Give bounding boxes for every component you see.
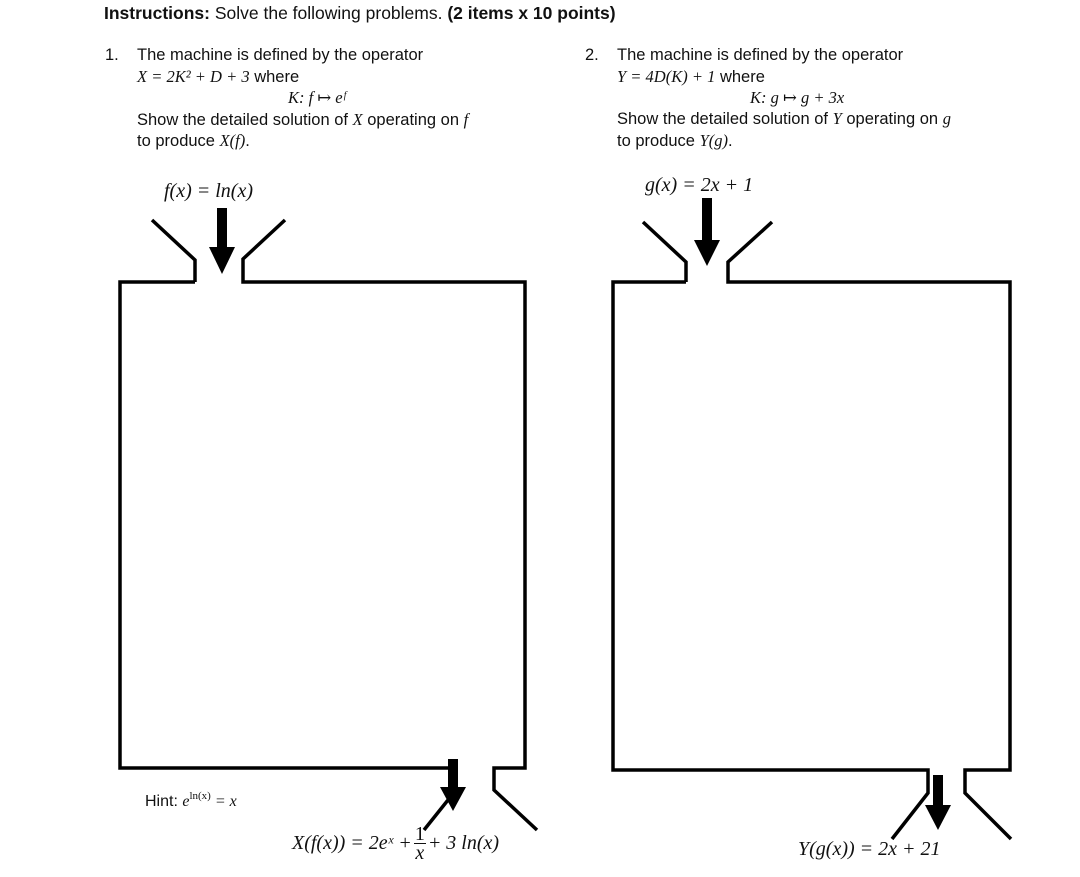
machine-1-input-arrow-icon — [209, 208, 235, 274]
problem-2-operator: Y = 4D(K) + 1 — [617, 67, 716, 86]
machine-1-output-label: X(f(x)) = 2eˣ + 1 x + 3 ln(x) — [292, 823, 500, 864]
problem-2-line4: to produce Y(g). — [617, 130, 733, 153]
machine-2-input-label: g(x) = 2x + 1 — [645, 174, 754, 196]
machine-2-output-arrow-icon — [925, 775, 951, 830]
problem-1-line1: The machine is defined by the operator — [137, 46, 424, 64]
math-var: X — [352, 110, 363, 129]
problem-1-mapping: K: f ↦ eᶠ — [288, 88, 346, 107]
math-result: Y(g) — [699, 131, 728, 150]
instructions: Instructions: Solve the following proble… — [104, 3, 616, 24]
problem-2-line1: The machine is defined by the operator — [617, 46, 904, 64]
text: to produce — [137, 132, 220, 150]
text: operating on — [841, 110, 943, 128]
problem-2-where: where — [715, 68, 765, 86]
hint-exponent: ln(x) — [189, 790, 211, 802]
text: to produce — [617, 132, 700, 150]
problem-1-operator-line: X = 2K² + D + 3 where — [137, 66, 299, 89]
problem-2-line3: Show the detailed solution of Y operatin… — [617, 108, 951, 131]
text: operating on — [362, 111, 464, 129]
problem-1-line4: to produce X(f). — [137, 130, 250, 153]
hint-math: e — [182, 793, 190, 810]
machine-2-output-label: Y(g(x)) = 2x + 21 — [798, 838, 941, 860]
math-var: Y — [832, 109, 842, 128]
machine-1-hint: Hint: eln(x) = x — [145, 790, 237, 811]
math-result: X(f) — [219, 131, 246, 150]
machine-1-output-arrow-icon — [440, 759, 466, 811]
math-func: f — [463, 110, 469, 129]
machine-1-body — [118, 218, 539, 832]
output-fraction: 1 x — [413, 823, 426, 864]
fraction-denominator: x — [415, 842, 425, 864]
problem-2-number: 2. — [585, 46, 599, 64]
problem-2-mapping: K: g ↦ g + 3x — [750, 88, 845, 107]
text: Show the detailed solution of — [617, 110, 833, 128]
machine-2-input-arrow-icon — [694, 198, 720, 266]
text: . — [727, 132, 733, 150]
output-right: + 3 ln(x) — [427, 832, 500, 854]
hint-rest: = x — [210, 793, 237, 810]
math-func: g — [942, 109, 951, 128]
text: Show the detailed solution of — [137, 111, 353, 129]
problem-1-number: 1. — [105, 46, 119, 64]
instructions-label: Instructions: — [104, 3, 210, 23]
machine-2-body — [611, 220, 1013, 841]
output-left: X(f(x)) = 2eˣ + — [292, 832, 412, 854]
problem-1-where: where — [249, 68, 300, 86]
fraction-numerator: 1 — [413, 823, 426, 845]
hint-label: Hint: — [145, 793, 183, 810]
problem-2-operator-line: Y = 4D(K) + 1 where — [617, 66, 765, 89]
instructions-points: (2 items x 10 points) — [447, 3, 616, 23]
text: . — [245, 132, 250, 150]
machine-1-input-label: f(x) = ln(x) — [164, 180, 254, 202]
problem-1-operator: X = 2K² + D + 3 — [137, 67, 250, 86]
problem-1-line3: Show the detailed solution of X operatin… — [137, 109, 468, 132]
instructions-text: Solve the following problems. — [209, 3, 448, 23]
